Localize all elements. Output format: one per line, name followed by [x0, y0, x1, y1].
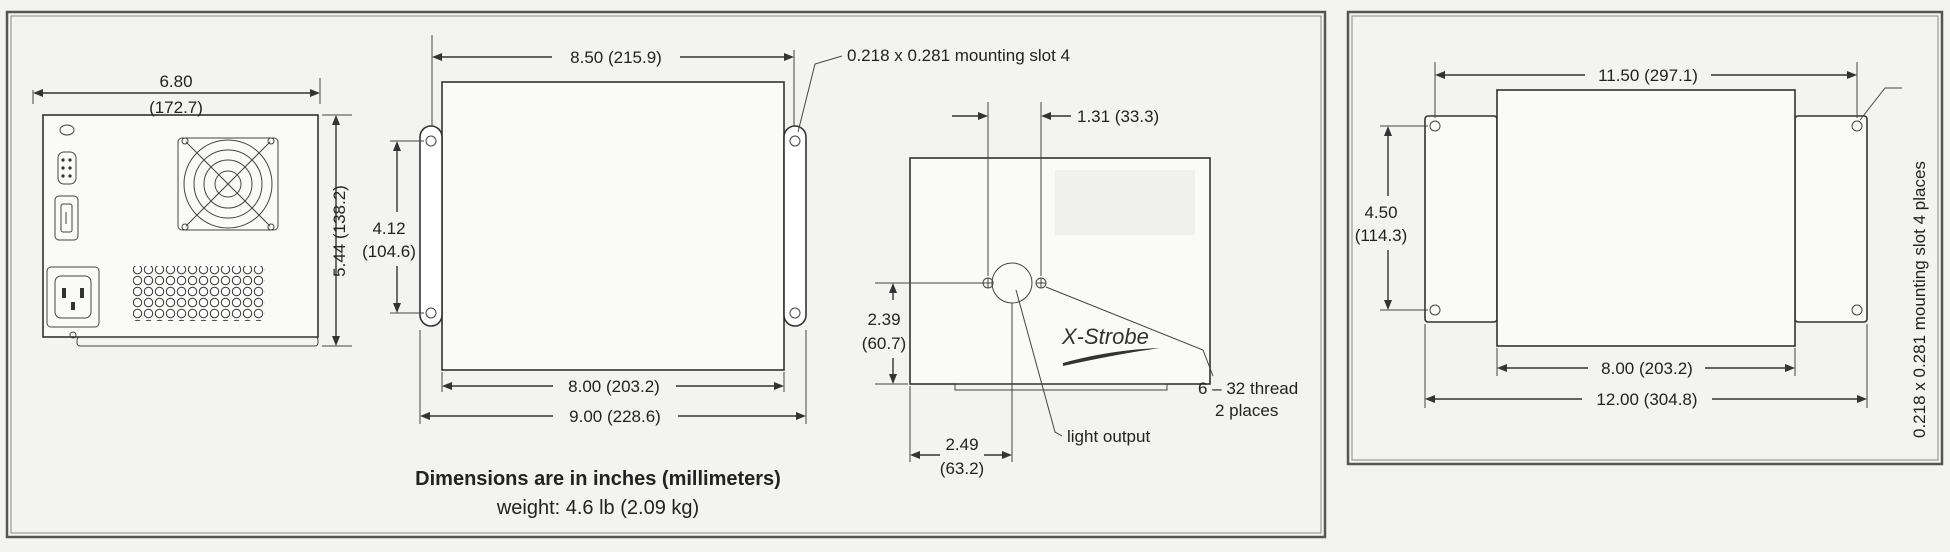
main-panel — [5, 10, 1327, 539]
side-height-in: 2.39 — [867, 310, 900, 329]
rear-view: 6.80 (172.7) 5.44 (138.2) — [32, 72, 352, 347]
side-center-in: 2.49 — [945, 435, 978, 454]
front-outer-width-label: 9.00 (228.6) — [569, 407, 661, 426]
side-center-dimension — [909, 303, 1013, 462]
top-inner-width-label: 8.00 (203.2) — [1601, 359, 1693, 378]
side-height-dimension — [875, 282, 983, 385]
vent-grid — [133, 266, 265, 321]
top-outer-width-dimension — [1424, 324, 1868, 408]
rear-height-label: 5.44 (138.2) — [330, 185, 349, 277]
brand-label: X-Strobe — [1061, 324, 1149, 349]
top-overall-label: 11.50 (297.1) — [1598, 66, 1698, 85]
top-hole-spacing-dimension — [1380, 125, 1428, 311]
front-hole-spacing-in: 4.12 — [372, 219, 405, 238]
rear-width-in: 6.80 — [159, 72, 192, 91]
thread-hole-icon — [982, 277, 994, 289]
top-overall-dimension — [1434, 62, 1858, 118]
mounting-slot-icon — [789, 307, 801, 319]
light-output-leader — [1015, 289, 1063, 437]
side-hole-offset-label: 1.31 (33.3) — [1077, 107, 1159, 126]
rear-width-mm: (172.7) — [149, 98, 203, 117]
front-hole-spacing-mm: (104.6) — [362, 242, 416, 261]
left-mounting-bracket — [419, 125, 443, 327]
side-hole-offset-dimension — [952, 102, 1071, 276]
side-view: 1.31 (33.3) 2.39 (60.7) 2.49 (63.2) X-St… — [862, 102, 1298, 478]
thread-hole-icon — [1035, 277, 1047, 289]
mounting-slot-icon — [1429, 304, 1441, 316]
power-inlet-icon — [46, 266, 100, 339]
rear-height-dimension — [322, 114, 352, 347]
units-note: Dimensions are in inches (millimeters) — [415, 468, 781, 490]
top-chassis — [1496, 89, 1796, 347]
front-inner-width-dimension — [441, 372, 785, 392]
mounting-slot-icon — [1851, 304, 1863, 316]
rear-width-dimension — [32, 78, 321, 104]
serial-connector-icon — [57, 151, 77, 185]
thread-label-1: 6 – 32 thread — [1198, 379, 1298, 398]
front-overall-label: 8.50 (215.9) — [570, 48, 662, 67]
light-output-label: light output — [1067, 427, 1150, 446]
label-area — [1055, 170, 1195, 235]
right-mounting-bracket — [783, 125, 807, 327]
front-slot-label: 0.218 x 0.281 mounting slot 4 — [847, 46, 1070, 65]
top-slot-label: 0.218 x 0.281 mounting slot 4 places — [1910, 161, 1929, 438]
slot-leader — [797, 55, 843, 133]
side-height-mm: (60.7) — [862, 334, 906, 353]
top-left-bracket — [1424, 115, 1498, 323]
front-outer-width-dimension — [419, 330, 807, 424]
power-switch-icon — [54, 195, 79, 241]
front-chassis — [441, 81, 785, 371]
mounting-slot-icon — [425, 307, 437, 319]
top-view-panel — [1346, 10, 1944, 466]
top-right-bracket — [1794, 115, 1868, 323]
mounting-slot-icon — [425, 135, 437, 147]
rear-base-foot — [76, 336, 319, 347]
side-center-mm: (63.2) — [940, 459, 984, 478]
front-view: 8.50 (215.9) 0.218 x 0.281 mounting slot… — [362, 35, 1070, 426]
top-hole-spacing-in: 4.50 — [1364, 203, 1397, 222]
top-outer-width-label: 12.00 (304.8) — [1596, 390, 1697, 409]
front-overall-dimension — [431, 35, 795, 126]
front-inner-width-label: 8.00 (203.2) — [568, 377, 660, 396]
top-hole-spacing-mm: (114.3) — [1355, 226, 1408, 245]
weight-note: weight: 4.6 lb (2.09 kg) — [496, 497, 699, 519]
side-base-foot — [954, 383, 1168, 391]
top-view: 11.50 (297.1) 0.218 x 0.281 mounting slo… — [1355, 62, 1929, 438]
top-slot-leader — [1859, 87, 1902, 121]
thread-label-2: 2 places — [1215, 401, 1278, 420]
mounting-slot-icon — [1851, 120, 1863, 132]
mounting-slot-icon — [789, 135, 801, 147]
fan-grille-icon — [177, 137, 279, 231]
front-hole-spacing-dimension — [390, 140, 424, 314]
top-inner-width-dimension — [1496, 348, 1796, 376]
mounting-slot-icon — [1429, 120, 1441, 132]
indicator-hole — [59, 124, 75, 136]
thread-leader — [1045, 286, 1214, 377]
